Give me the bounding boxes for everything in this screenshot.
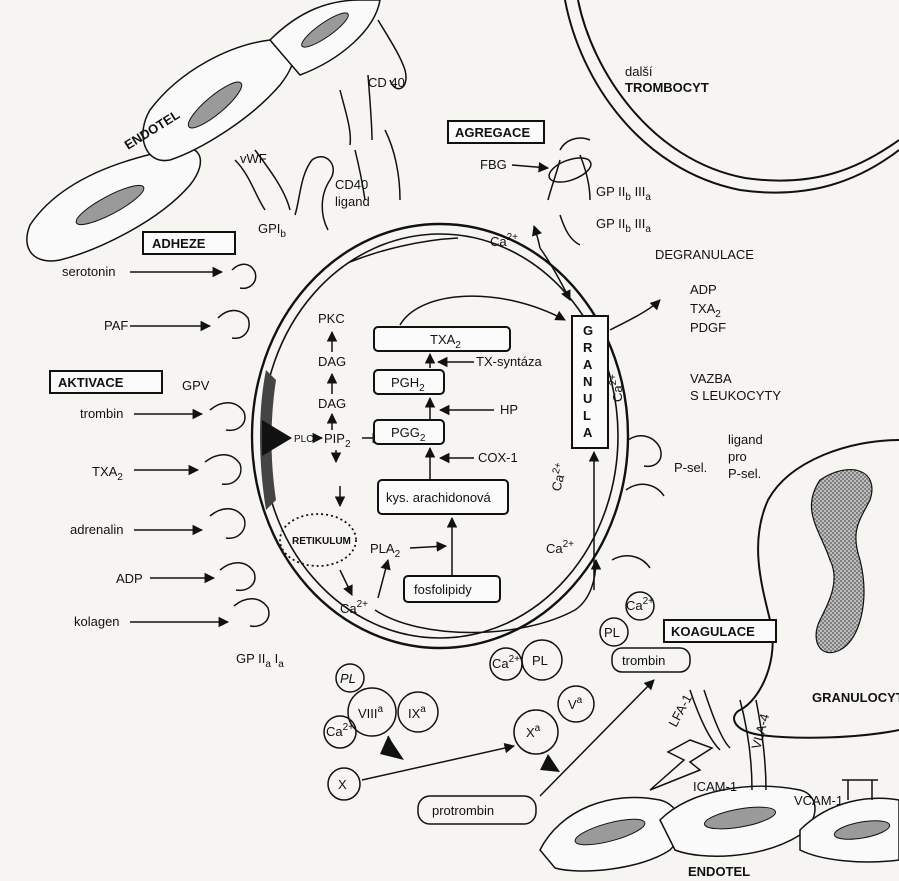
ca-granula-label: Ca2+ xyxy=(608,374,625,402)
activation-arrow xyxy=(262,420,292,456)
vazba-label-1: VAZBA xyxy=(690,371,732,386)
pl2-label: PL xyxy=(340,671,356,686)
dag2-label: DAG xyxy=(318,396,346,411)
trombin-koag-label: trombin xyxy=(622,653,665,668)
adp-right-label: ADP xyxy=(690,282,717,297)
retikulum-label: RETIKULUM xyxy=(292,536,351,547)
ix-label: IXa xyxy=(408,704,426,721)
protrombin-label: protrombin xyxy=(432,803,494,818)
cox1-label: COX-1 xyxy=(478,450,518,465)
dalsi-label: další xyxy=(625,64,653,79)
granula-letter: N xyxy=(583,374,592,389)
cd40-ligand-label-1: CD40 xyxy=(335,177,368,192)
fbg-label: FBG xyxy=(480,157,507,172)
vazba-label-2: S LEUKOCYTY xyxy=(690,388,781,403)
granula-letter: G xyxy=(583,323,593,338)
trombin-left-label: trombin xyxy=(80,406,123,421)
ca-ret-label: Ca2+ xyxy=(340,599,368,616)
adheze-label: ADHEZE xyxy=(152,236,206,251)
va-label: Va xyxy=(568,695,583,712)
cd40-ligand-label-2: ligand xyxy=(335,194,370,209)
ligand-label-2: pro xyxy=(728,449,747,464)
pl3-label: PL xyxy=(532,653,548,668)
endothelium-top xyxy=(27,0,380,261)
koagulace-label: KOAGULACE xyxy=(671,624,755,639)
adp-left-label: ADP xyxy=(116,571,143,586)
agregace-label: AGREGACE xyxy=(455,125,530,140)
vwf-label: vWF xyxy=(240,151,267,166)
ca-k3-label: Ca2+ xyxy=(492,654,520,671)
txa2-left-label: TXA2 xyxy=(92,464,123,483)
gp-iibiiia-label-2: GP IIb IIIa xyxy=(596,216,651,235)
fosfolipidy-label: fosfolipidy xyxy=(414,582,472,597)
gpv-label: GPV xyxy=(182,378,210,393)
pdgf-label: PDGF xyxy=(690,320,726,335)
ca-low-label: Ca2+ xyxy=(546,539,574,556)
trombocyt-label: TROMBOCYT xyxy=(625,80,709,95)
pkc-label: PKC xyxy=(318,311,345,326)
lfa1-label: LFA-1 xyxy=(665,692,695,730)
ca-mid-label: Ca2+ xyxy=(546,461,570,493)
gpib-label: GPIb xyxy=(258,221,286,240)
aktivace-label: AKTIVACE xyxy=(58,375,124,390)
granula-letter: A xyxy=(583,357,593,372)
serotonin-label: serotonin xyxy=(62,264,115,279)
hp-label: HP xyxy=(500,402,518,417)
txa2-right-label: TXA2 xyxy=(690,301,721,320)
vcam1-label: VCAM-1 xyxy=(794,793,843,808)
pip2-label: PIP2 xyxy=(324,431,351,450)
tenase-arrow xyxy=(380,736,404,760)
viii-label: VIIIa xyxy=(358,704,384,721)
tx-syntaza-label: TX-syntáza xyxy=(476,354,543,369)
psel-label: P-sel. xyxy=(674,460,707,475)
ligand-label-3: P-sel. xyxy=(728,466,761,481)
other-platelet xyxy=(565,0,899,193)
pla2-label: PLA2 xyxy=(370,541,401,560)
ca-top-label: Ca2+ xyxy=(490,232,518,249)
degranulace-label: DEGRANULACE xyxy=(655,247,754,262)
plc-label: PLC xyxy=(294,434,313,445)
pl1-label: PL xyxy=(604,625,620,640)
paf-label: PAF xyxy=(104,318,128,333)
dag1-label: DAG xyxy=(318,354,346,369)
adrenalin-label: adrenalin xyxy=(70,522,124,537)
endotel-bottom-label: ENDOTEL xyxy=(688,864,750,879)
gp-iaiia-label: GP IIa Ia xyxy=(236,651,284,670)
granula-letter: L xyxy=(583,408,591,423)
cd40-label: CD 40 xyxy=(368,75,405,90)
granula-letter: U xyxy=(583,391,592,406)
left-receptors xyxy=(205,264,269,626)
ca-k2-label: Ca2+ xyxy=(326,722,354,739)
vla4-label: VLA-4 xyxy=(748,712,772,751)
ca-k1-label: Ca2+ xyxy=(626,596,654,613)
gp-iib-iiia-receptor xyxy=(546,138,594,200)
kolagen-label: kolagen xyxy=(74,614,120,629)
granulocyt-label: GRANULOCYT xyxy=(812,690,899,705)
prothrombinase-arrow xyxy=(540,754,560,772)
endothelium-bottom xyxy=(540,786,899,871)
gp-iibiiia-label-1: GP IIb IIIa xyxy=(596,184,651,203)
xa-label: Xa xyxy=(526,723,541,740)
ligand-label-1: ligand xyxy=(728,432,763,447)
granula-letter: A xyxy=(583,425,593,440)
kys-arachidonova-label: kys. arachidonová xyxy=(386,490,492,505)
icam1-label: ICAM-1 xyxy=(693,779,737,794)
granula-letter: R xyxy=(583,340,593,355)
x-label: X xyxy=(338,777,347,792)
